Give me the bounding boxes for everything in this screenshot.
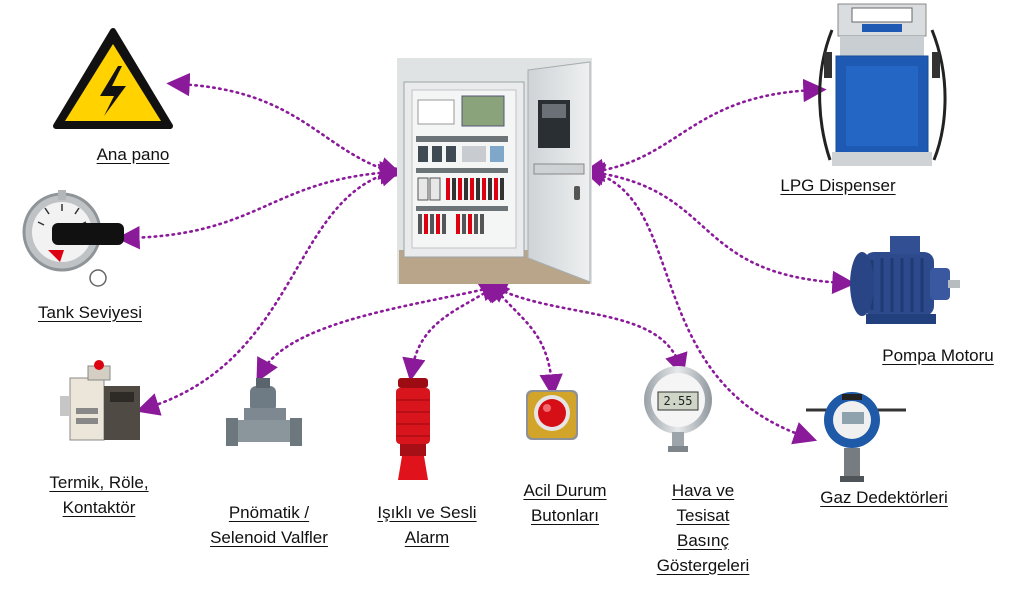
label-ana-pano: Ana pano [96, 145, 170, 164]
connector-acil [486, 277, 563, 398]
pressure-gauge-display: 2.55 [663, 394, 693, 408]
connector-tank [116, 161, 404, 250]
label-pnomatik: Pnömatik /Selenoid Valfler [210, 503, 328, 547]
label-lpg: LPG Dispenser [780, 176, 896, 195]
label-tank-seviyesi: Tank Seviyesi [38, 303, 142, 322]
thermal-relay-icon [60, 360, 140, 441]
lpg-dispenser-icon [818, 3, 947, 166]
gas-detector-icon [806, 392, 906, 482]
connector-lpg [580, 78, 827, 183]
label-termik: Termik, Röle,Kontaktör [49, 473, 149, 517]
connector-pompa [580, 162, 856, 295]
tank-level-gauge-icon [22, 190, 124, 287]
high-voltage-warning-icon [53, 28, 173, 129]
connectors [116, 72, 856, 445]
solenoid-valve-icon [226, 378, 302, 446]
connector-ana-pano [166, 72, 404, 180]
connector-basinc [483, 281, 688, 378]
connector-termik [135, 163, 404, 416]
connector-pnomatik [256, 278, 506, 383]
emergency-stop-icon [526, 390, 578, 440]
beacon-alarm-icon [396, 378, 430, 480]
label-gaz: Gaz Dedektörleri [820, 488, 948, 507]
control-panel-cabinet [397, 58, 592, 284]
connector-alarm [402, 280, 504, 382]
pressure-gauge-icon [644, 366, 712, 452]
pump-motor-icon [850, 236, 960, 324]
label-pompa: Pompa Motoru [882, 346, 994, 365]
